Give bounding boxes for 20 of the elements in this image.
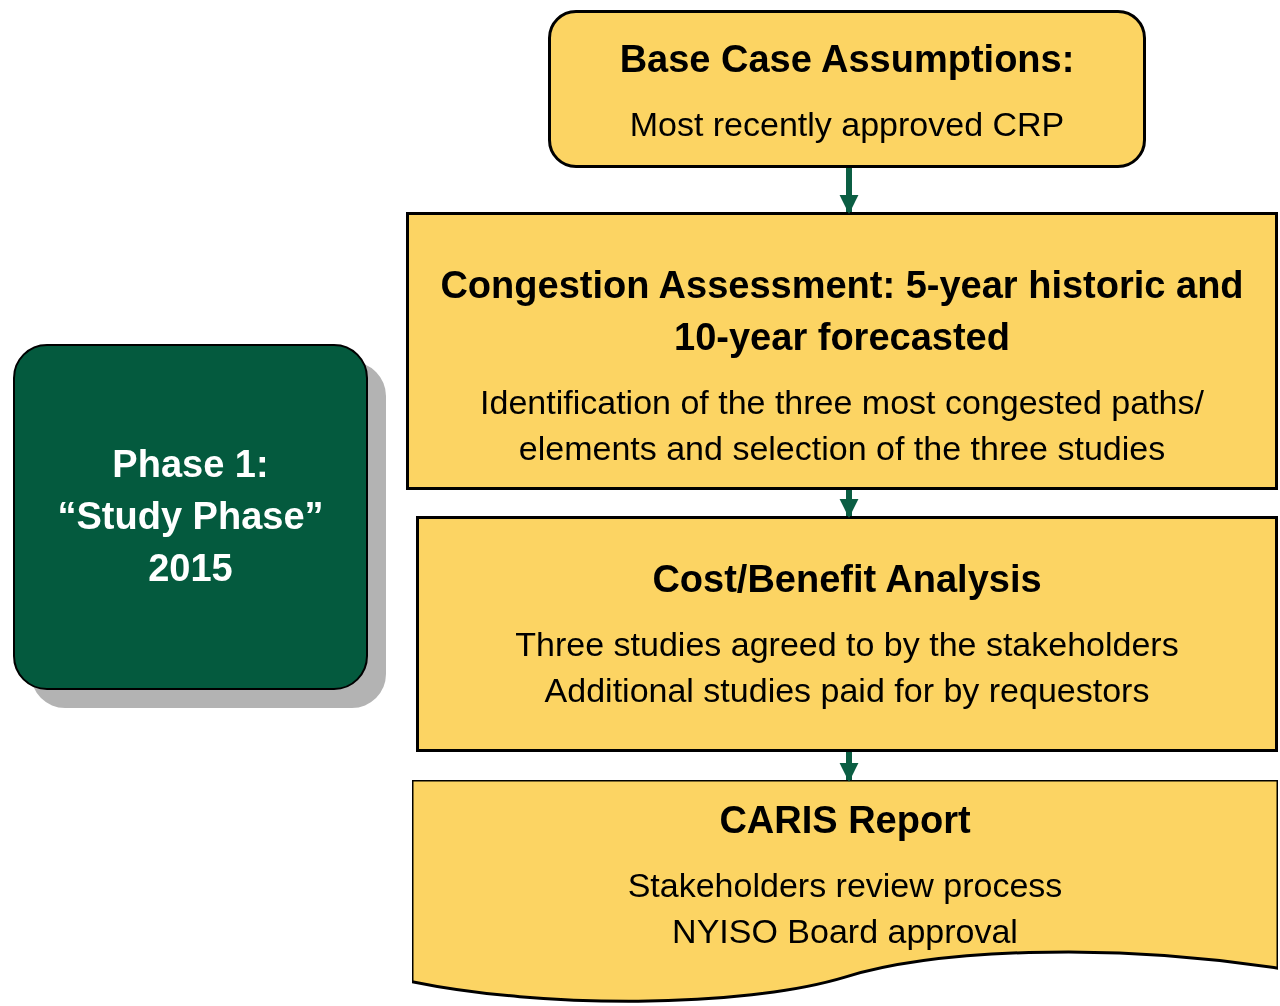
box-text: NYISO Board approval: [671, 911, 1019, 952]
process-box: [416, 516, 1278, 752]
process-box: [406, 212, 1278, 490]
box-heading: Congestion Assessment: 5-year historic and 10-year forecasted: [439, 263, 1245, 360]
box-text: Stakeholders review process: [626, 865, 1064, 906]
phase-label: “Study Phase”: [57, 494, 324, 539]
arrow: [839, 752, 859, 782]
arrow: [839, 168, 859, 214]
box-heading: CARIS Report: [718, 798, 972, 843]
box-text: Identification of the three most congested paths/ elements and selection of the three studies: [479, 382, 1205, 469]
arrow: [839, 490, 859, 518]
box-heading: Cost/Benefit Analysis: [651, 557, 1043, 602]
box-text: Three studies agreed to by the stakeholders: [514, 624, 1180, 665]
document-shape: [412, 780, 1278, 1004]
phase-label: Phase 1:: [112, 442, 269, 487]
process-box: [548, 10, 1146, 168]
box-text: Additional studies paid for by requestors: [543, 670, 1151, 711]
box-text: Most recently approved CRP: [628, 104, 1066, 145]
box-heading: Base Case Assumptions:: [618, 37, 1076, 82]
phase-label: 2015: [148, 546, 233, 591]
